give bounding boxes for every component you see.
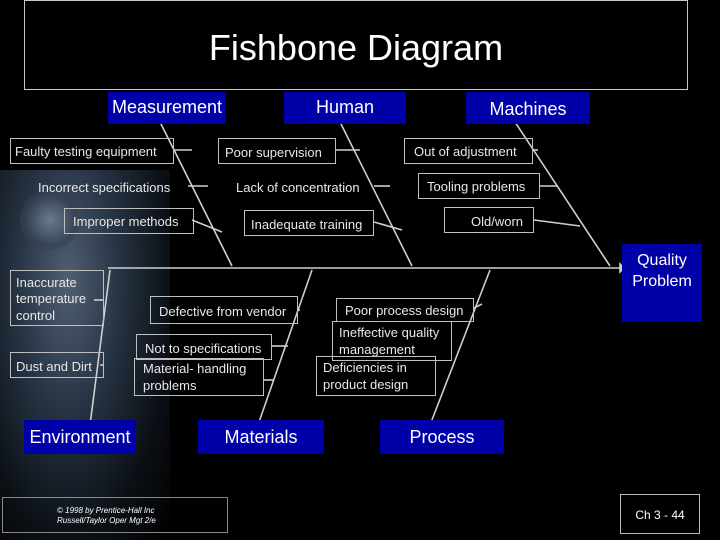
category-measurement-label: Measurement <box>108 92 226 118</box>
cause-label: Old/worn <box>471 214 523 230</box>
cause-box: Dust and Dirt <box>10 352 104 378</box>
rib <box>534 220 580 226</box>
cause-box: Poor supervision <box>218 138 336 164</box>
category-process: Process <box>380 420 504 454</box>
cause-label: Poor process design <box>345 303 464 319</box>
copyright-box: © 1998 by Prentice-Hall Inc Russell/Tayl… <box>2 497 228 533</box>
category-machines-label: Machines <box>466 92 590 120</box>
cause-label: Out of adjustment <box>414 144 517 160</box>
cause-box: Faulty testing equipment <box>10 138 174 164</box>
cause-label: Ineffective quality management <box>339 325 449 359</box>
cause-label: Deficiencies in product design <box>323 360 433 394</box>
category-measurement: Measurement <box>108 92 226 124</box>
category-process-label: Process <box>380 420 504 448</box>
cause-box: Tooling problems <box>418 173 540 199</box>
cause-box: Out of adjustment <box>404 138 533 164</box>
rib <box>374 222 402 230</box>
category-human-label: Human <box>284 92 406 118</box>
cause-box: Inaccurate temperature control <box>10 270 104 326</box>
cause-box: Ineffective quality management <box>332 321 452 361</box>
category-materials-label: Materials <box>198 420 324 448</box>
rib <box>474 304 482 308</box>
cause-label: Defective from vendor <box>159 304 286 320</box>
rib <box>192 220 222 232</box>
cause-label: Inaccurate temperature control <box>16 275 104 324</box>
cause-box: Deficiencies in product design <box>316 356 436 396</box>
cause-label: Not to specifications <box>145 341 261 357</box>
cause-label: Lack of concentration <box>236 180 360 196</box>
cause-label: Improper methods <box>73 214 179 230</box>
category-environment: Environment <box>24 420 136 454</box>
category-environment-label: Environment <box>24 420 136 448</box>
cause-label: Incorrect specifications <box>38 180 170 196</box>
category-materials: Materials <box>198 420 324 454</box>
cause-label: Faulty testing equipment <box>15 144 157 160</box>
effect-label: Quality Problem <box>622 244 702 293</box>
cause-label: Inadequate training <box>251 217 362 233</box>
cause-box: Inadequate training <box>244 210 374 236</box>
cause-label: Material- handling problems <box>143 361 255 395</box>
cause-label: Dust and Dirt <box>16 359 92 375</box>
page-number: Ch 3 - 44 <box>621 495 699 522</box>
page-number-box: Ch 3 - 44 <box>620 494 700 534</box>
cause-box: Poor process design <box>336 298 474 322</box>
cause-label: Poor supervision <box>225 145 322 161</box>
cause-label: Tooling problems <box>427 179 525 195</box>
effect-quality-problem: Quality Problem <box>622 244 702 322</box>
cause-box: Material- handling problems <box>134 358 264 396</box>
cause-box: Defective from vendor <box>150 296 298 324</box>
copyright-text: © 1998 by Prentice-Hall Inc Russell/Tayl… <box>3 498 187 527</box>
cause-box: Not to specifications <box>136 334 272 360</box>
cause-box: Improper methods <box>64 208 194 234</box>
category-human: Human <box>284 92 406 124</box>
cause-box: Old/worn <box>444 207 534 233</box>
category-machines: Machines <box>466 92 590 124</box>
